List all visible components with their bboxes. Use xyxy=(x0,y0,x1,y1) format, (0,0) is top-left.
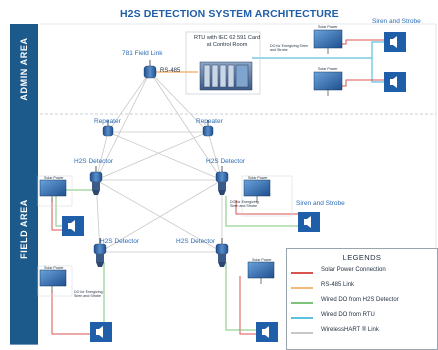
do-rtu-wiring xyxy=(252,41,384,83)
do-detector-left-label: DO for Energizing Siren and Strobe xyxy=(74,290,103,299)
solar-group-frame-3 xyxy=(37,265,73,297)
field-solar-wiring xyxy=(51,198,298,335)
legend-swatch xyxy=(291,302,313,304)
solar-panel-admin-2 xyxy=(313,71,343,96)
do-detector-right-label: DO for Energizing Siren and Strobe xyxy=(230,200,259,209)
rtu-label: RTU with IEC 62 591 Card at Control Room xyxy=(193,35,261,48)
siren-field-2 xyxy=(298,212,320,232)
solar-panel-field-2 xyxy=(243,179,271,202)
solar-panel-admin-1 xyxy=(313,29,343,54)
legend-swatch xyxy=(291,287,313,289)
legend-label: Wired DO from H2S Detector xyxy=(321,297,399,303)
siren-field-label: Siren and Strobe xyxy=(296,200,345,207)
solar-panel-field-1 xyxy=(39,179,67,202)
siren-field-4 xyxy=(256,322,278,342)
solar-admin-2-label: Solar Power xyxy=(318,67,338,71)
solar-panel-field-3 xyxy=(39,269,67,292)
rs485-label: RS-485 xyxy=(160,68,181,74)
siren-admin-2 xyxy=(384,72,406,92)
admin-area-band: ADMIN AREA xyxy=(10,24,38,115)
detector-4-label: H2S Detector xyxy=(176,238,216,245)
legend-swatch xyxy=(291,332,313,334)
field-link-label: 781 Field Link xyxy=(122,50,163,57)
siren-admin-label: Siren and Strobe xyxy=(372,18,421,25)
solar-group-frame-2 xyxy=(241,175,293,217)
legend-item: Wired DO from H2S Detector xyxy=(291,297,433,307)
siren-field-3 xyxy=(90,322,112,342)
solar-field-1-label: Solar Power xyxy=(44,176,64,180)
detector-1-device xyxy=(89,166,103,195)
repeater-right-label: Repeater xyxy=(196,118,223,125)
diagram-title: H2S DETECTION SYSTEM ARCHITECTURE xyxy=(120,8,339,20)
repeater-left-device xyxy=(102,120,114,137)
detector-4-device xyxy=(215,238,229,267)
solar-field-2-label: Solar Power xyxy=(248,176,268,180)
repeater-right-device xyxy=(202,120,214,137)
legend-box: LEGENDS Solar Power Connection RS-485 Li… xyxy=(286,248,438,350)
detector-1-label: H2S Detector xyxy=(74,158,114,165)
legend-label: Solar Power Connection xyxy=(321,267,386,273)
legend-label: Wired DO from RTU xyxy=(321,312,375,318)
legend-swatch xyxy=(291,317,313,319)
solar-group-frame-1 xyxy=(37,175,73,207)
legend-label: WirelessHART ® Link xyxy=(321,327,379,333)
detector-3-label: H2S Detector xyxy=(100,238,140,245)
solar-panel-field-4 xyxy=(247,261,275,284)
detector-3-device xyxy=(93,238,107,267)
detector-2-label: H2S Detector xyxy=(206,158,246,165)
solar-field-3-label: Solar Power xyxy=(44,266,64,270)
siren-field-1 xyxy=(62,216,84,236)
siren-admin-1 xyxy=(384,32,406,52)
do-rtu-label: DO for Energizing Siren and Strobe xyxy=(270,44,308,53)
solar-field-4-label: Solar Power xyxy=(252,258,272,262)
repeater-left-label: Repeater xyxy=(94,118,121,125)
field-area-band: FIELD AREA xyxy=(10,114,38,345)
rtu-frame xyxy=(185,31,261,95)
legend-item: Solar Power Connection xyxy=(291,267,433,277)
legend-label: RS-485 Link xyxy=(321,282,355,288)
wireless-mesh xyxy=(95,71,223,253)
legend-swatch xyxy=(291,272,313,274)
rtu-cabinet xyxy=(199,61,253,91)
detector-2-device xyxy=(215,166,229,195)
legend-title: LEGENDS xyxy=(342,253,382,262)
legend-item: RS-485 Link xyxy=(291,282,433,292)
legend-item: Wired DO from RTU xyxy=(291,312,433,322)
legend-item: WirelessHART ® Link xyxy=(291,327,433,337)
field-link-device xyxy=(143,60,157,79)
solar-admin-1-label: Solar Power xyxy=(318,25,338,29)
